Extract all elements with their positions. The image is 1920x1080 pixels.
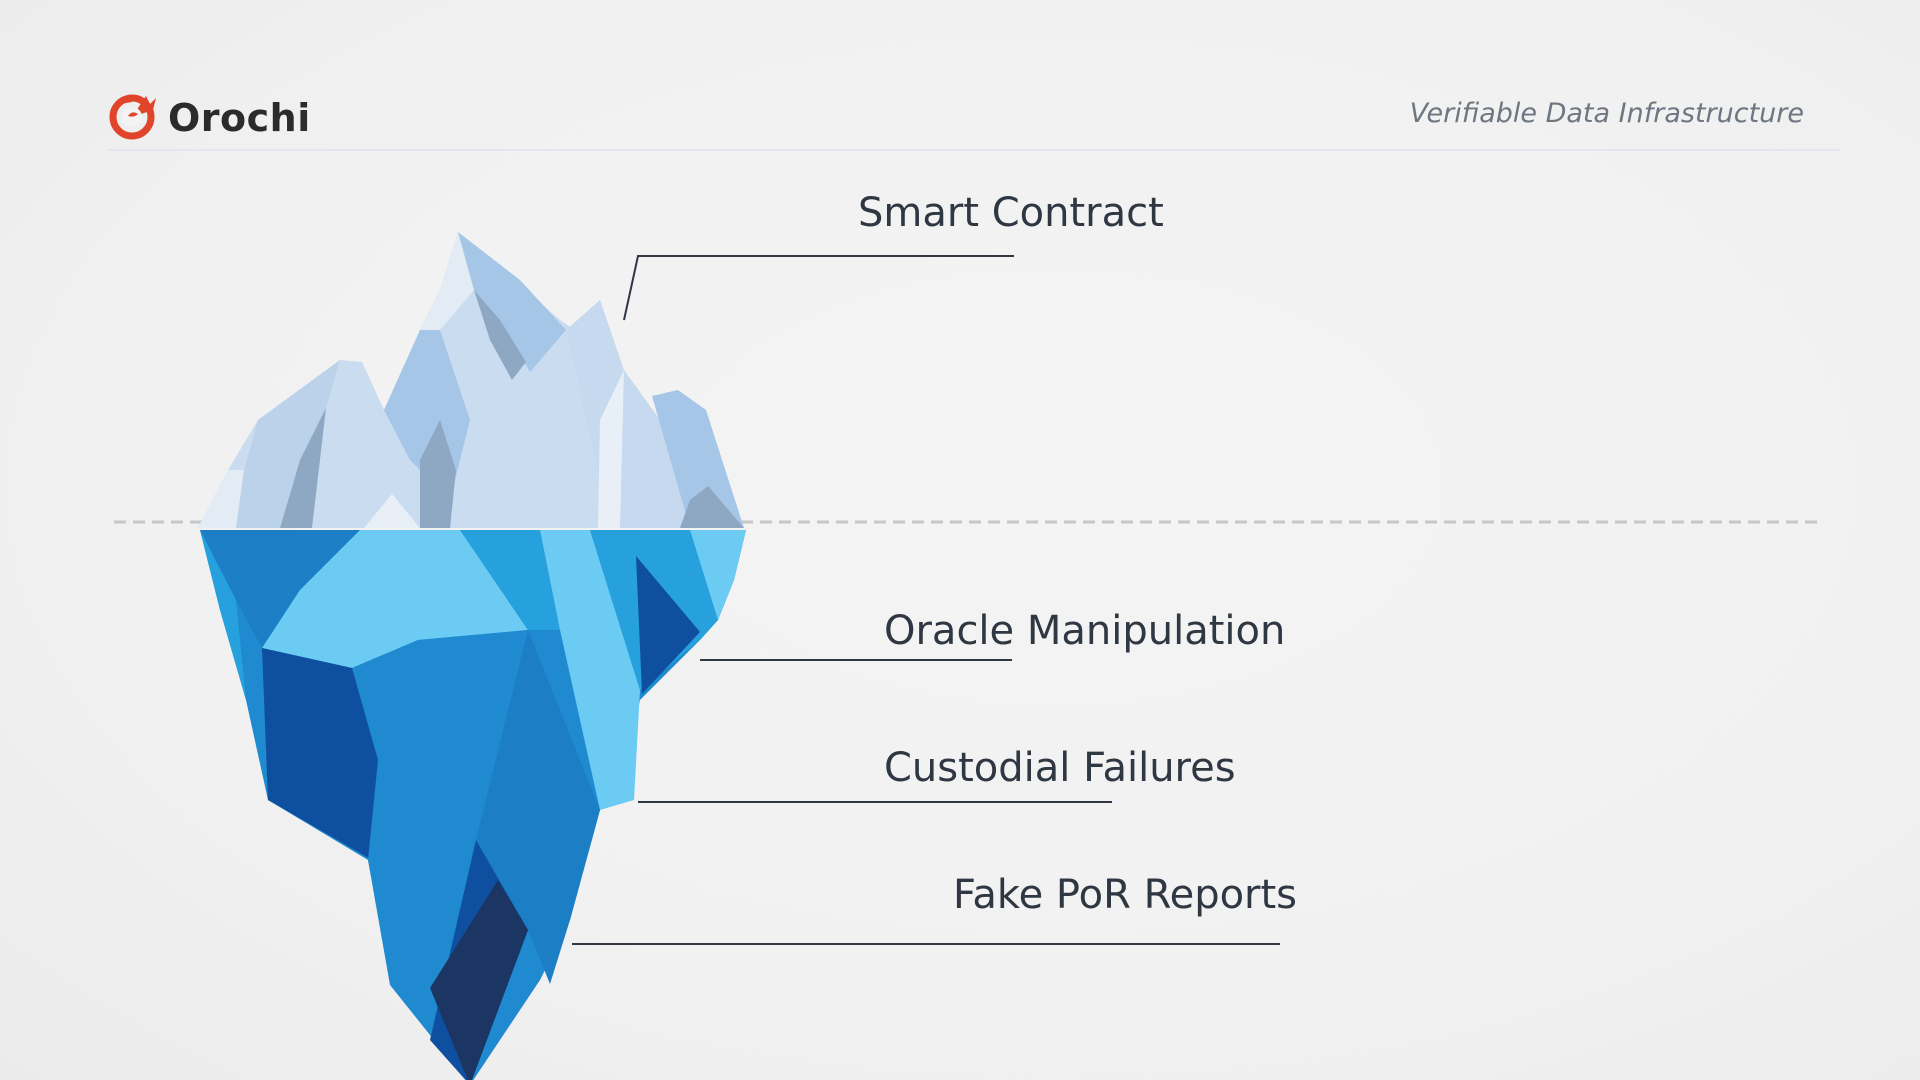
label-oracle-manipulation: Oracle Manipulation: [884, 608, 1286, 654]
label-custodial-failures: Custodial Failures: [884, 745, 1236, 791]
leader-line-smart-contract: [623, 255, 1014, 321]
dragon-ring-icon: [106, 88, 158, 147]
header-divider: [108, 149, 1840, 151]
label-smart-contract: Smart Contract: [858, 190, 1164, 236]
label-fake-por-reports: Fake PoR Reports: [953, 872, 1298, 918]
iceberg-tip: [198, 232, 744, 528]
iceberg-body: [200, 530, 746, 1080]
brand-name: Orochi: [168, 95, 311, 140]
brand: Orochi: [106, 88, 311, 147]
tagline: Verifiable Data Infrastructure: [1409, 98, 1804, 129]
